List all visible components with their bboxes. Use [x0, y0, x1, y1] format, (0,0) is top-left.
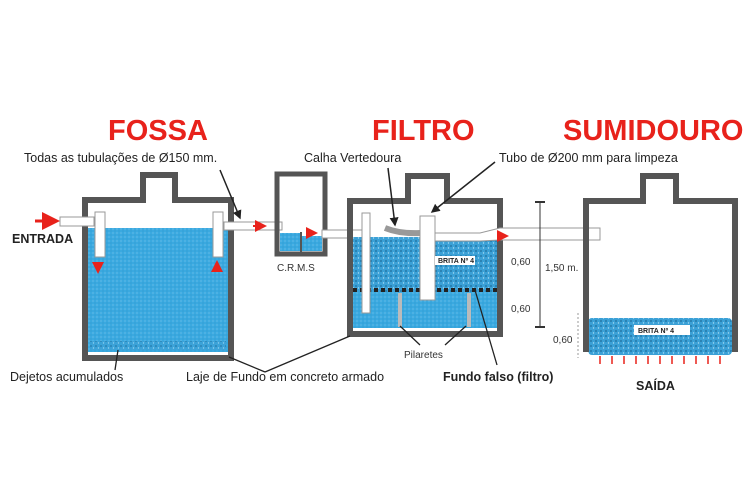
- label-tubulacoes: Todas as tubulações de Ø150 mm.: [24, 151, 217, 165]
- filtro-tank: BRITA Nº 4: [347, 161, 601, 337]
- label-pilaretes: Pilaretes: [404, 350, 443, 361]
- dim-sumidouro: 0,60: [553, 335, 573, 346]
- label-calha-vertedoura: Calha Vertedoura: [304, 151, 401, 165]
- title-fossa: FOSSA: [108, 115, 208, 147]
- label-entrada: ENTRADA: [12, 232, 73, 246]
- title-filtro: FILTRO: [372, 115, 475, 147]
- label-laje: Laje de Fundo em concreto armado: [186, 370, 384, 384]
- dim-total: 1,50 m.: [545, 263, 578, 274]
- label-saida: SAÍDA: [636, 378, 675, 393]
- label-crms: C.R.M.S: [277, 263, 315, 274]
- label-tubo-limpeza: Tubo de Ø200 mm para limpeza: [499, 151, 678, 165]
- fossa-tank: [35, 172, 234, 361]
- sumidouro-tank: BRITA Nº 4: [583, 173, 738, 364]
- dimension-lines: [535, 201, 579, 358]
- crms-box: [274, 171, 369, 257]
- dim-upper: 0,60: [511, 257, 531, 268]
- dim-lower: 0,60: [511, 304, 531, 315]
- label-fundo-falso: Fundo falso (filtro): [443, 370, 553, 384]
- label-dejetos: Dejetos acumulados: [10, 370, 123, 384]
- label-brita-filtro: BRITA Nº 4: [438, 258, 474, 265]
- label-brita-sumidouro: BRITA Nº 4: [638, 328, 674, 335]
- title-sumidouro: SUMIDOURO: [563, 115, 743, 147]
